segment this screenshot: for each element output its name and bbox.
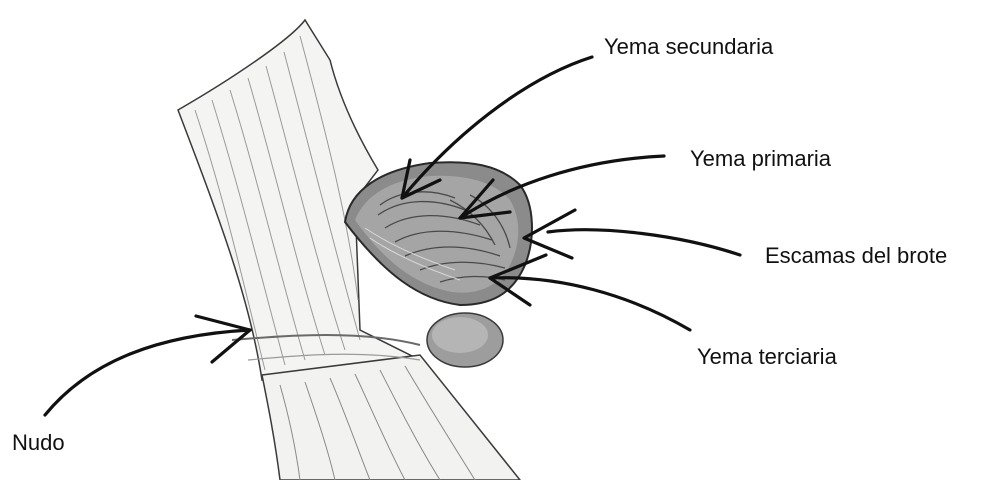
arrow-escamas xyxy=(548,230,740,255)
label-yema-terciaria: Yema terciaria xyxy=(697,346,837,368)
label-escamas-del-brote: Escamas del brote xyxy=(765,245,947,267)
stem-lower xyxy=(262,355,520,480)
label-nudo: Nudo xyxy=(12,432,65,454)
label-yema-primaria: Yema primaria xyxy=(690,148,831,170)
arrow-nudo xyxy=(45,330,250,415)
arrow-yema-terciaria xyxy=(490,278,690,330)
label-yema-secundaria: Yema secundaria xyxy=(604,36,773,58)
